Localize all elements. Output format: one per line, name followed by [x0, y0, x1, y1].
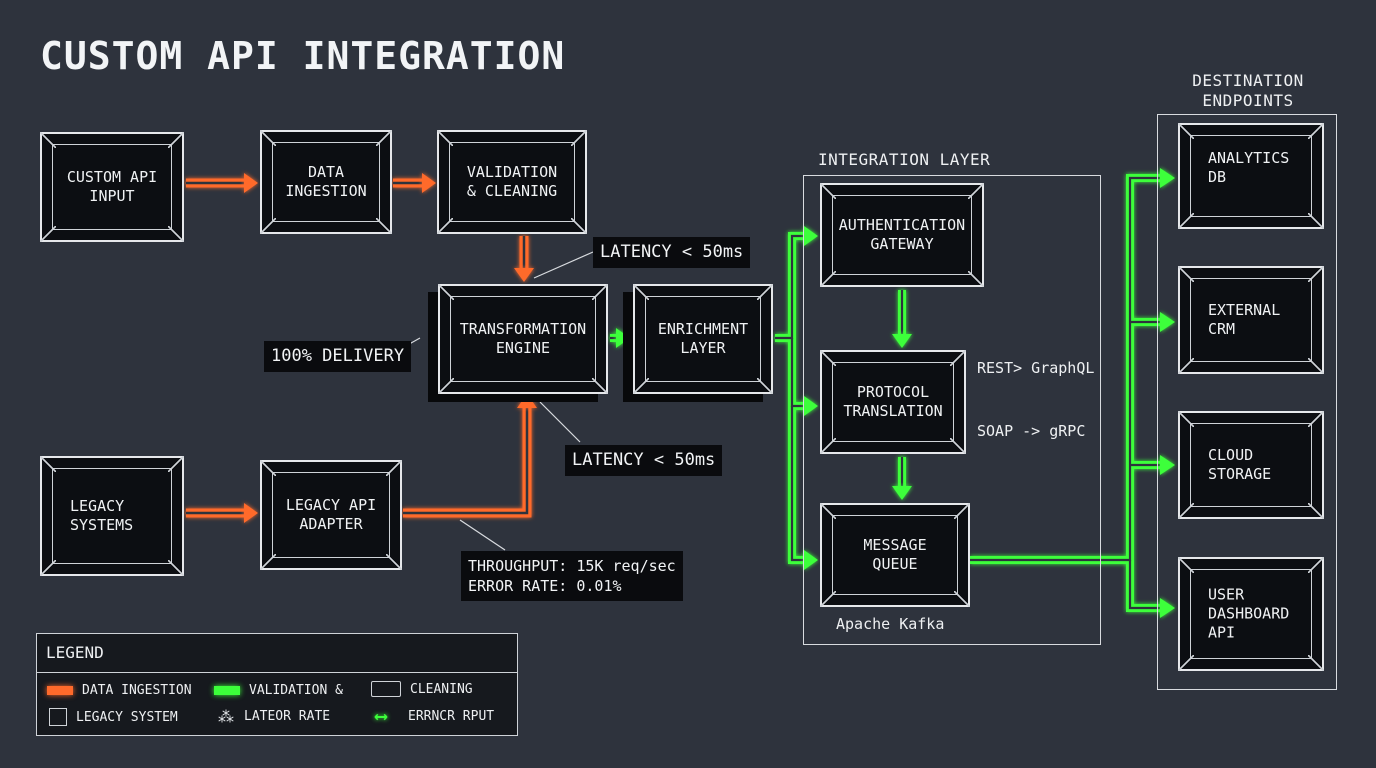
rest-graphql-note: REST> GraphQL	[977, 359, 1095, 377]
legend-item-validation: VALIDATION &	[214, 683, 343, 698]
box-shape-icon	[371, 681, 401, 697]
legend-label: ERRNCR RPUT	[408, 709, 495, 724]
legend-title: LEGEND	[46, 643, 104, 662]
delivery-callout: 100% DELIVERY	[264, 341, 412, 372]
legend-panel: LEGEND DATA INGESTION VALIDATION & CLEAN…	[36, 633, 518, 736]
green-line-icon	[214, 686, 240, 695]
legacy-systems-label: LEGACY SYSTEMS	[70, 497, 134, 534]
latency-callout-top: LATENCY < 50ms	[593, 237, 751, 268]
data-ingestion-node[interactable]: DATA INGESTION	[260, 130, 392, 234]
cube-shape-icon	[49, 708, 67, 726]
legend-label: LEGACY SYSTEM	[76, 709, 178, 725]
page-title: CUSTOM API INTEGRATION	[40, 34, 566, 78]
cloud-storage-label: CLOUD STORAGE	[1208, 446, 1272, 483]
throughput-callout: THROUGHPUT: 15K req/sec ERROR RATE: 0.01…	[461, 551, 683, 601]
legend-label: LATEOR RATE	[244, 709, 331, 724]
leader-latency-top	[533, 251, 594, 279]
integration-layer-frame	[803, 175, 1101, 645]
arrowhead-3	[514, 268, 534, 282]
legend-label: CLEANING	[410, 681, 473, 697]
message-queue-node[interactable]: MESSAGE QUEUE	[820, 503, 970, 607]
leader-throughput	[459, 519, 506, 551]
arrow-enrichment-to-integration	[775, 232, 806, 342]
protocol-translation-label: PROTOCOL TRANSLATION	[843, 383, 943, 420]
enrichment-layer-node[interactable]: ENRICHMENT LAYER	[633, 284, 773, 394]
legend-item-legacy-system: LEGACY SYSTEM	[49, 708, 178, 726]
leader-latency-bottom	[539, 401, 581, 443]
legend-header: LEGEND	[37, 634, 517, 673]
latency-callout-bottom: LATENCY < 50ms	[565, 445, 723, 476]
double-arrow-icon: ⟷	[375, 706, 387, 727]
transformation-engine-node[interactable]: TRANSFORMATION ENGINE	[438, 284, 608, 394]
orange-line-icon	[47, 686, 73, 695]
arrowhead-4	[244, 503, 258, 523]
legend-item-data-ingestion: DATA INGESTION	[47, 683, 192, 698]
custom-api-input-node[interactable]: CUSTOM API INPUT	[40, 132, 184, 242]
validation-cleaning-node[interactable]: VALIDATION & CLEANING	[437, 130, 587, 234]
legacy-systems-node[interactable]: LEGACY SYSTEMS	[40, 456, 184, 576]
transformation-engine-label: TRANSFORMATION ENGINE	[459, 320, 587, 357]
legend-item-lateor-rate: ⁂ LATEOR RATE	[217, 707, 330, 726]
custom-api-input-label: CUSTOM API INPUT	[66, 168, 158, 205]
authentication-gateway-label: AUTHENTICATION GATEWAY	[838, 216, 966, 253]
cloud-storage-node[interactable]: CLOUD STORAGE	[1178, 411, 1324, 519]
user-dashboard-api-label: USER DASHBOARD API	[1208, 585, 1290, 642]
nodes-glyph-icon: ⁂	[218, 707, 234, 726]
destination-endpoints-label: DESTINATION ENDPOINTS	[1192, 71, 1304, 110]
arrowhead-2	[422, 173, 436, 193]
analytics-db-node[interactable]: ANALYTICS DB	[1178, 123, 1324, 229]
user-dashboard-api-node[interactable]: USER DASHBOARD API	[1178, 557, 1324, 671]
legacy-api-adapter-node[interactable]: LEGACY API ADAPTER	[260, 460, 402, 570]
external-crm-label: EXTERNAL CRM	[1208, 301, 1281, 338]
legend-item-cleaning: CLEANING	[371, 681, 473, 697]
legend-item-errncr-rput: ⟷ ERRNCR RPUT	[363, 706, 495, 727]
kafka-note: Apache Kafka	[836, 615, 945, 633]
enrichment-layer-label: ENRICHMENT LAYER	[657, 320, 749, 357]
integration-layer-label: INTEGRATION LAYER	[818, 150, 991, 169]
arrowhead-1	[244, 173, 258, 193]
legend-label: VALIDATION &	[249, 683, 343, 698]
validation-cleaning-label: VALIDATION & CLEANING	[466, 163, 558, 200]
soap-grpc-note: SOAP -> gRPC	[977, 422, 1086, 440]
destination-endpoints-frame	[1157, 114, 1337, 690]
analytics-db-label: ANALYTICS DB	[1208, 148, 1290, 186]
arrowhead-5	[517, 394, 537, 408]
message-queue-label: MESSAGE QUEUE	[863, 536, 927, 573]
external-crm-node[interactable]: EXTERNAL CRM	[1178, 266, 1324, 374]
protocol-translation-node[interactable]: PROTOCOL TRANSLATION	[820, 350, 966, 454]
legacy-api-adapter-label: LEGACY API ADAPTER	[285, 496, 377, 533]
data-ingestion-label: DATA INGESTION	[285, 163, 367, 200]
legend-label: DATA INGESTION	[82, 683, 192, 698]
authentication-gateway-node[interactable]: AUTHENTICATION GATEWAY	[820, 183, 984, 287]
arrow-adapter-to-transformation	[403, 408, 532, 518]
